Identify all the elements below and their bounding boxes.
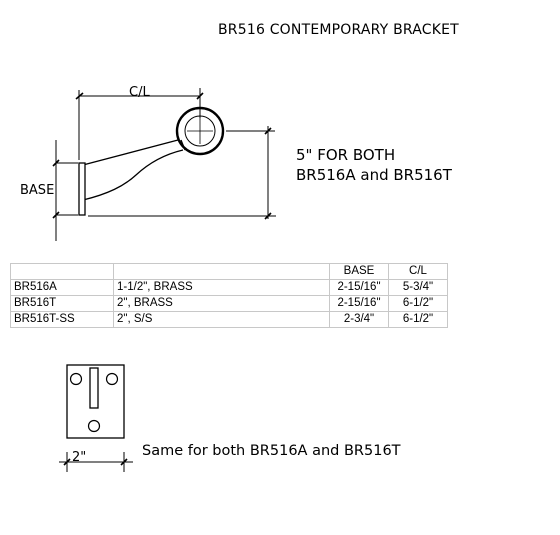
table-header-cl: C/L [388,263,448,280]
table-header-row: BASE C/L [10,263,448,280]
size-material-cell: 1-1/2", BRASS [113,279,330,296]
model-cell: BR516T [10,295,114,312]
cl-cell: 6-1/2" [388,311,448,328]
table-header-cell [113,263,330,280]
height-note-line2: BR516A and BR516T [296,166,452,184]
width-dimension [59,452,133,472]
table-row: BR516A 1-1/2", BRASS 2-15/16" 5-3/4" [10,279,448,296]
bracket-arm [82,139,186,201]
front-view-note: Same for both BR516A and BR516T [142,443,401,459]
size-material-cell: 2", S/S [113,311,330,328]
table-header-base: BASE [329,263,389,280]
width-label: 2" [72,450,87,465]
base-dimension [52,140,78,241]
table-row: BR516T-SS 2", S/S 2-3/4" 6-1/2" [10,311,448,328]
base-plate [78,162,86,216]
model-cell: BR516T-SS [10,311,114,328]
base-label: BASE [20,183,55,198]
base-cell: 2-15/16" [329,295,389,312]
cl-dimension [75,88,204,160]
diagram-title: BR516 CONTEMPORARY BRACKET [218,22,459,38]
height-dimension [88,126,276,220]
table-row: BR516T 2", BRASS 2-15/16" 6-1/2" [10,295,448,312]
cl-cell: 6-1/2" [388,295,448,312]
cl-cell: 5-3/4" [388,279,448,296]
height-note-line1: 5" FOR BOTH [296,146,396,164]
base-cell: 2-15/16" [329,279,389,296]
table-header-cell [10,263,114,280]
base-cell: 2-3/4" [329,311,389,328]
size-material-cell: 2", BRASS [113,295,330,312]
model-cell: BR516A [10,279,114,296]
spec-table: BASE C/L BR516A 1-1/2", BRASS 2-15/16" 5… [10,263,448,328]
cl-label: C/L [129,85,150,100]
rod-circle [175,106,225,156]
front-view-plate [66,364,125,439]
